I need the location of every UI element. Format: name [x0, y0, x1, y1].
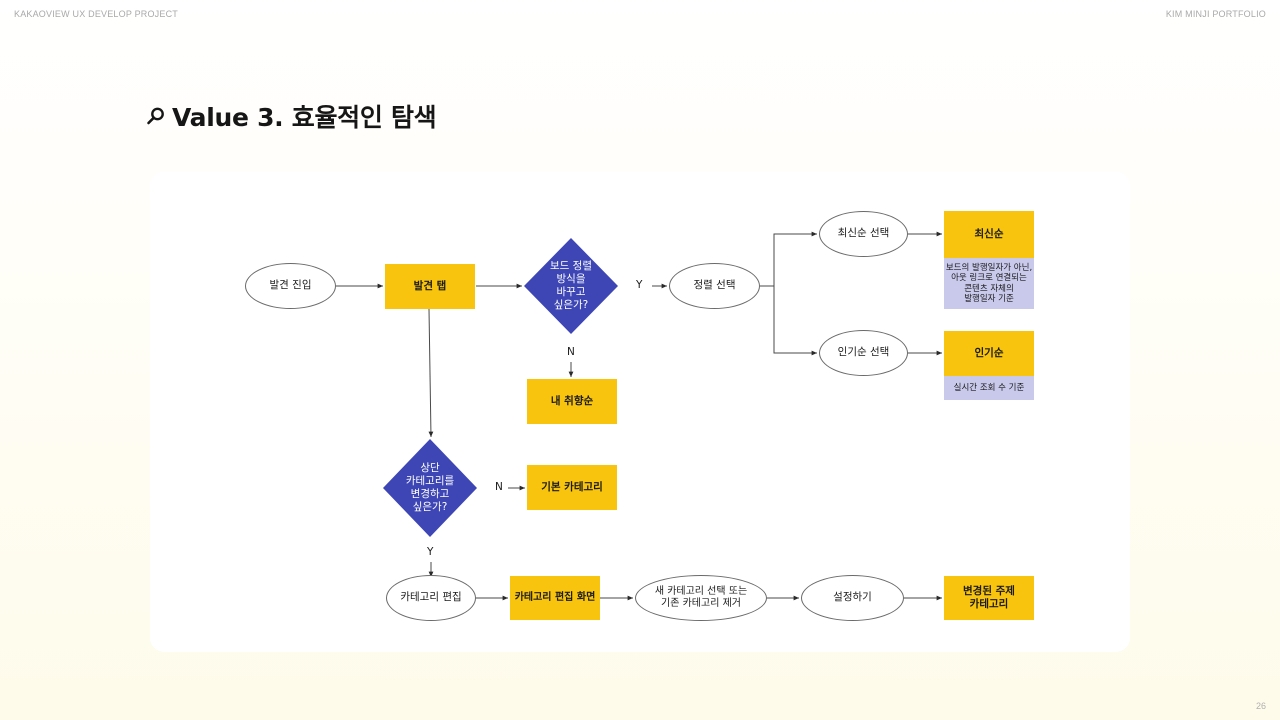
page-title-text: Value 3. 효율적인 탐색: [172, 103, 437, 132]
node-default-category: 기본 카테고리: [527, 465, 617, 510]
edge-label-sort-yes: Y: [636, 279, 643, 291]
node-sort-select: 정렬 선택: [669, 263, 760, 309]
node-sort-decision: 보드 정렬 방식을 바꾸고 싶은가?: [550, 259, 592, 312]
search-icon: [147, 107, 164, 125]
decision-category-shape: [383, 439, 477, 537]
node-category-edit: 카테고리 편집: [386, 575, 476, 621]
author-name: KIM MINJI PORTFOLIO: [1165, 9, 1266, 19]
edge-tab-to-category-decision: [428, 308, 434, 438]
node-popular-select: 인기순 선택: [819, 330, 908, 376]
edge-label-category-yes-bg: [423, 546, 437, 560]
node-popular: 인기순: [944, 331, 1034, 376]
edge-label-category-no: N: [495, 481, 503, 493]
edge-label-category-yes: Y: [427, 546, 434, 558]
node-discover-tab: 발견 탭: [385, 264, 475, 309]
note-latest: 보드의 발행일자가 아닌, 아웃 링크로 연결되는 콘텐츠 자체의 발행일자 기…: [944, 258, 1034, 309]
node-latest: 최신순: [944, 211, 1034, 258]
edge-branch-popular: [773, 286, 817, 356]
edge-label-category-no-bg: [492, 481, 506, 495]
edge-branch-latest: [773, 231, 817, 286]
page-number: 26: [1255, 701, 1266, 711]
project-name: KAKAOVIEW UX DEVELOP PROJECT: [14, 9, 178, 19]
node-category-select-remove: 새 카테고리 선택 또는 기존 카테고리 제거: [635, 575, 767, 621]
node-changed-category: 변경된 주제 카테고리: [944, 576, 1034, 620]
node-category-edit-screen: 카테고리 편집 화면: [510, 576, 600, 620]
note-popular: 실시간 조회 수 기준: [944, 376, 1034, 400]
edge-label-sort-no-bg: [564, 346, 578, 360]
node-latest-select: 최신순 선택: [819, 211, 908, 257]
node-apply: 설정하기: [801, 575, 904, 621]
node-my-taste: 내 취향순: [527, 379, 617, 424]
decision-sort-shape: [524, 238, 618, 334]
edge-label-sort-yes-bg: [633, 279, 647, 293]
edge-label-sort-no: N: [567, 346, 575, 358]
node-category-decision: 상단 카테고리를 변경하고 싶은가?: [405, 461, 455, 514]
node-discover-entry: 발견 진입: [245, 263, 336, 309]
page-title: Value 3. 효율적인 탐색: [146, 98, 437, 134]
